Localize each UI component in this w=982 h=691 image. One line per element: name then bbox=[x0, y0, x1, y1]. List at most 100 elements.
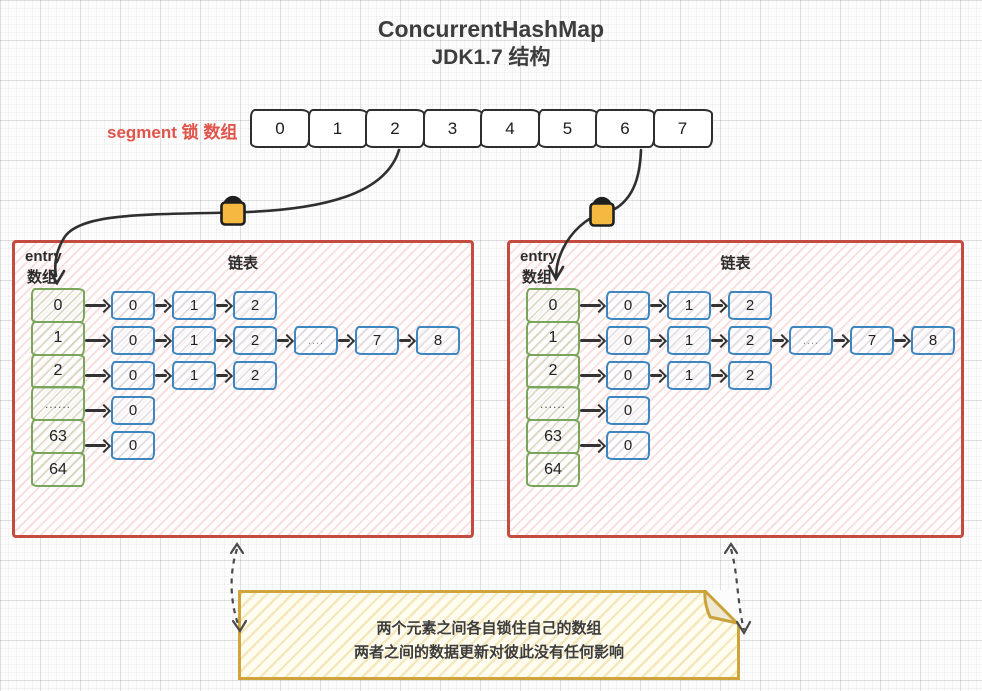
entry-array-label-line-2: 数组 bbox=[522, 269, 553, 286]
linked-list-label: 链表 bbox=[720, 255, 751, 272]
list-node: 1 bbox=[172, 291, 216, 320]
arrowhead-icon bbox=[723, 542, 739, 555]
entry-array-cell: 0 bbox=[526, 288, 580, 323]
segment-cell: 7 bbox=[652, 109, 713, 148]
list-node: 8 bbox=[911, 326, 955, 355]
list-node: 2 bbox=[728, 326, 772, 355]
entry-array-cell: 64 bbox=[31, 452, 85, 488]
list-node: 2 bbox=[728, 361, 772, 390]
entry-array-cell: 63 bbox=[31, 419, 85, 455]
note-line-2: 两者之间的数据更新对彼此没有任何影响 bbox=[353, 644, 624, 661]
list-node: 2 bbox=[728, 291, 772, 320]
segment-cell: 1 bbox=[307, 109, 368, 148]
note-line-1: 两个元素之间各自锁住自己的数组 bbox=[376, 620, 602, 637]
arrow-right-icon bbox=[894, 326, 911, 355]
arrowhead-icon bbox=[229, 542, 245, 555]
segment-cell: 3 bbox=[422, 109, 483, 148]
list-node: 2 bbox=[233, 326, 277, 355]
linked-list-row: 0 bbox=[580, 394, 650, 427]
arrow-right-icon bbox=[85, 431, 111, 460]
entry-array-cell: 0 bbox=[31, 288, 85, 323]
note-fold-icon bbox=[703, 590, 740, 625]
note: 两个元素之间各自锁住自己的数组 两者之间的数据更新对彼此没有任何影响 bbox=[238, 590, 740, 680]
lock-icon bbox=[589, 196, 615, 227]
list-node: 8 bbox=[416, 326, 460, 355]
segment-cell: 5 bbox=[537, 109, 598, 148]
entry-array-cell: 2 bbox=[526, 353, 580, 389]
arrow-right-icon bbox=[580, 361, 606, 390]
arrow-right-icon bbox=[399, 326, 416, 355]
list-node: 0 bbox=[606, 431, 650, 460]
entry-array-cell: 2 bbox=[31, 353, 85, 389]
arrow-right-icon bbox=[650, 291, 667, 320]
list-node: .... bbox=[294, 326, 338, 355]
segment-cell: 0 bbox=[250, 109, 310, 148]
arrow-right-icon bbox=[711, 361, 728, 390]
list-node: 0 bbox=[606, 396, 650, 425]
list-node: 2 bbox=[233, 361, 277, 390]
list-node: 2 bbox=[233, 291, 277, 320]
linked-list-row: 0 bbox=[85, 429, 155, 462]
linked-list-row: 0 bbox=[580, 429, 650, 462]
segment-cell: 2 bbox=[365, 109, 425, 148]
segment-cell: 4 bbox=[480, 109, 540, 148]
arrow-right-icon bbox=[580, 326, 606, 355]
list-node: 7 bbox=[355, 326, 399, 355]
entry-array-label: entry 数组 bbox=[520, 246, 557, 288]
list-node: 1 bbox=[667, 326, 711, 355]
linked-list-row: 0 bbox=[85, 394, 155, 427]
arrow-right-icon bbox=[85, 326, 111, 355]
entry-array-cell: ...... bbox=[31, 386, 85, 422]
list-node: 1 bbox=[667, 291, 711, 320]
arrow-right-icon bbox=[85, 396, 111, 425]
list-node: 0 bbox=[606, 326, 650, 355]
entry-array-cell: 64 bbox=[526, 452, 580, 488]
title-line-2: JDK1.7 结构 bbox=[431, 46, 551, 69]
arrow-right-icon bbox=[711, 326, 728, 355]
arrow-right-icon bbox=[216, 326, 233, 355]
segment-cell: 6 bbox=[595, 109, 655, 148]
entry-array-cell: 63 bbox=[526, 419, 580, 455]
arrow-right-icon bbox=[216, 291, 233, 320]
arrow-right-icon bbox=[711, 291, 728, 320]
arrow-right-icon bbox=[833, 326, 850, 355]
arrow-right-icon bbox=[155, 291, 172, 320]
list-node: .... bbox=[789, 326, 833, 355]
arrow-right-icon bbox=[650, 361, 667, 390]
diagram-title: ConcurrentHashMap JDK1.7 结构 bbox=[0, 14, 982, 72]
arrow-right-icon bbox=[277, 326, 294, 355]
entry-array-cell: 1 bbox=[31, 320, 85, 356]
list-node: 1 bbox=[172, 361, 216, 390]
arrow-right-icon bbox=[580, 291, 606, 320]
list-node: 1 bbox=[172, 326, 216, 355]
list-node: 0 bbox=[111, 396, 155, 425]
arrow-right-icon bbox=[216, 361, 233, 390]
list-node: 0 bbox=[606, 291, 650, 320]
list-node: 0 bbox=[606, 361, 650, 390]
arrow-right-icon bbox=[155, 326, 172, 355]
segment-array-label: segment 锁 数组 bbox=[107, 123, 238, 142]
list-node: 1 bbox=[667, 361, 711, 390]
title-line-1: ConcurrentHashMap bbox=[377, 16, 605, 42]
arrow-right-icon bbox=[85, 291, 111, 320]
list-node: 0 bbox=[111, 291, 155, 320]
entry-array-cell: ...... bbox=[526, 386, 580, 422]
arrow-right-icon bbox=[580, 396, 606, 425]
entry-array-cell: 1 bbox=[526, 320, 580, 356]
list-node: 0 bbox=[111, 361, 155, 390]
entry-array-label-line-1: entry bbox=[25, 248, 62, 265]
arrow-right-icon bbox=[772, 326, 789, 355]
list-node: 0 bbox=[111, 431, 155, 460]
arrow-right-icon bbox=[155, 361, 172, 390]
entry-array-label-line-1: entry bbox=[520, 248, 557, 265]
